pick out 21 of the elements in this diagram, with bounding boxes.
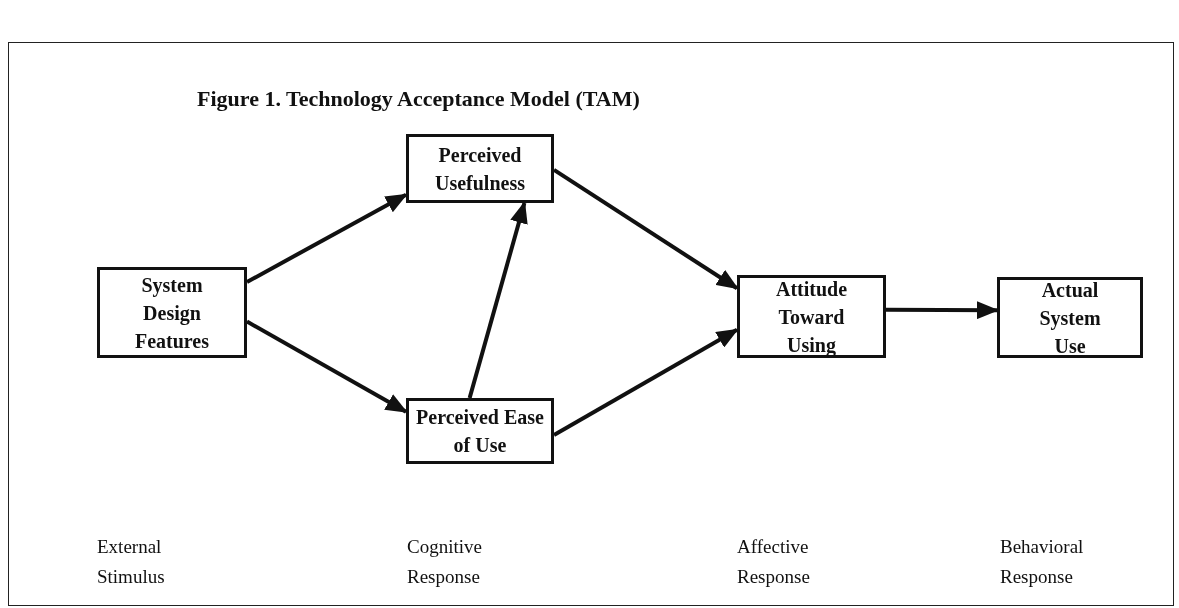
arrow: [246, 319, 408, 414]
process-box: [406, 398, 554, 464]
figure-title: Figure 1. Technology Acceptance Model (TAM): [197, 86, 640, 112]
box-label: Perceived Usefulness: [434, 142, 526, 196]
box-label: Actual System Use: [1038, 277, 1102, 359]
arrow: [553, 328, 739, 437]
stage-label: Behavioral Response: [1000, 535, 1085, 589]
arrow: [552, 168, 739, 290]
arrow: [886, 301, 999, 320]
process-box: [737, 275, 886, 358]
box-label: Perceived Ease of Use: [415, 405, 545, 458]
stage-label: External Stimulus: [97, 535, 166, 589]
process-box: [406, 134, 554, 203]
arrow: [246, 192, 408, 284]
stage-label: Affective Response: [737, 535, 811, 589]
arrow: [467, 201, 528, 399]
box-label: Attitude Toward Using: [774, 276, 849, 358]
box-label: System Design Features: [133, 272, 211, 354]
process-box: [997, 277, 1143, 358]
process-box: [97, 267, 247, 358]
stage-label: Cognitive Response: [407, 535, 483, 589]
